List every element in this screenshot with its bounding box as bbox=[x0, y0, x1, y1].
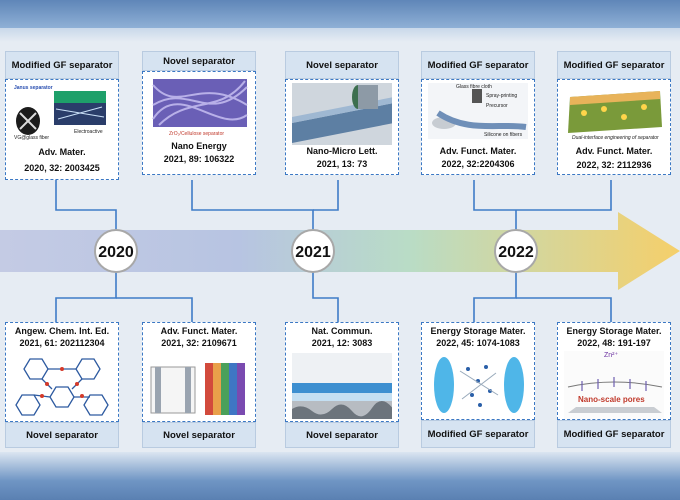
card-category-label: Novel separator bbox=[5, 422, 119, 448]
volume-info: 2021, 12: 3083 bbox=[311, 338, 373, 348]
volume-info: 2022, 45: 1074-1083 bbox=[436, 338, 520, 348]
journal-name: Energy Storage Mater. bbox=[566, 326, 662, 336]
card-reference-box: ZrO₂/Cellulose separator Nano Energy 202… bbox=[142, 71, 256, 175]
figure-text: Spray-printing bbox=[486, 93, 518, 99]
figure-text: VG@glass fiber bbox=[14, 135, 50, 141]
top-card-5: Modified GF separator Dual-interface eng… bbox=[557, 51, 671, 175]
journal-name: Angew. Chem. Int. Ed. bbox=[14, 326, 110, 336]
cellulose-fiber-figure: ZrO₂/Cellulose separator bbox=[149, 75, 249, 139]
top-card-3: Novel separator Nano-Micro Lett. 2021, 1… bbox=[285, 51, 399, 175]
janus-separator-figure: Janus separator VG@glass fiber Electroac… bbox=[12, 83, 112, 143]
top-card-4: Modified GF separator Glass fibre cloth … bbox=[421, 51, 535, 175]
top-card-2: Novel separator ZrO₂/Cellulose separator… bbox=[142, 51, 256, 175]
journal-name: Nano Energy bbox=[171, 141, 227, 151]
connector-bottom-2022 bbox=[473, 272, 517, 322]
card-category-label: Novel separator bbox=[142, 422, 256, 448]
card-reference-box: Adv. Funct. Mater. 2021, 32: 2109671 bbox=[142, 322, 256, 422]
top-band-light bbox=[0, 28, 680, 42]
interface-layers-figure bbox=[292, 353, 392, 419]
year-label-2022: 2022 bbox=[498, 244, 534, 261]
connector-bottom-2020 bbox=[55, 272, 117, 322]
card-category-label: Modified GF separator bbox=[421, 51, 535, 79]
volume-info: 2022, 48: 191-197 bbox=[577, 338, 651, 348]
figure-text: ZrO₂/Cellulose separator bbox=[169, 131, 225, 137]
card-reference-box: Energy Storage Mater. 2022, 48: 191-197 … bbox=[557, 322, 671, 420]
bottom-card-5: Energy Storage Mater. 2022, 48: 191-197 … bbox=[557, 322, 671, 448]
nanopore-figure: Zn²⁺ Nano-scale pores bbox=[564, 351, 664, 419]
bottom-card-2: Adv. Funct. Mater. 2021, 32: 2109671 Nov… bbox=[142, 322, 256, 448]
card-reference-box: Janus separator VG@glass fiber Electroac… bbox=[5, 79, 119, 180]
dual-interface-figure: Dual-interface engineering of separator bbox=[564, 83, 664, 143]
volume-info: 2021, 89: 106322 bbox=[163, 154, 235, 164]
cell-layers-figure bbox=[149, 353, 249, 419]
card-reference-box: Nano-Micro Lett. 2021, 13: 73 bbox=[285, 79, 399, 175]
card-category-label: Novel separator bbox=[142, 51, 256, 71]
year-label-2020: 2020 bbox=[98, 244, 134, 261]
battery-layers-figure bbox=[292, 83, 392, 145]
figure-text: Glass fibre cloth bbox=[456, 84, 492, 90]
bottom-band bbox=[0, 452, 680, 500]
card-reference-box: Glass fibre cloth Spray-printing Precurs… bbox=[421, 79, 535, 175]
year-marker-2022: 2022 bbox=[494, 229, 538, 273]
journal-name: Energy Storage Mater. bbox=[430, 326, 526, 336]
volume-info: 2021, 13: 73 bbox=[316, 159, 368, 169]
volume-info: 2022, 32: 2112936 bbox=[576, 160, 652, 170]
card-category-label: Novel separator bbox=[285, 51, 399, 79]
year-marker-2021: 2021 bbox=[291, 229, 335, 273]
card-reference-box: Energy Storage Mater. 2022, 45: 1074-108… bbox=[421, 322, 535, 420]
connector-top-2021b bbox=[313, 180, 339, 211]
connector-bottom-2022b bbox=[516, 297, 612, 322]
journal-name: Adv. Funct. Mater. bbox=[439, 146, 517, 156]
top-band bbox=[0, 0, 680, 28]
card-category-label: Modified GF separator bbox=[557, 420, 671, 448]
journal-name: Nat. Commun. bbox=[311, 326, 373, 336]
figure-text: Zn²⁺ bbox=[604, 352, 619, 359]
volume-info: 2020, 32: 2003425 bbox=[24, 163, 100, 173]
card-category-label: Modified GF separator bbox=[5, 51, 119, 79]
journal-name: Adv. Funct. Mater. bbox=[160, 326, 238, 336]
volume-info: 2022, 32:2204306 bbox=[441, 159, 515, 169]
figure-text: Janus separator bbox=[14, 85, 53, 91]
bottom-card-3: Nat. Commun. 2021, 12: 3083 Novel separa… bbox=[285, 322, 399, 448]
journal-name: Adv. Mater. bbox=[38, 147, 86, 157]
connector-bottom-2020b bbox=[116, 297, 193, 322]
figure-text: Precursor bbox=[486, 103, 508, 109]
card-reference-box: Nat. Commun. 2021, 12: 3083 bbox=[285, 322, 399, 422]
figure-text: Dual-interface engineering of separator bbox=[572, 135, 659, 141]
connector-top-2022 bbox=[473, 180, 612, 211]
discs-figure bbox=[428, 351, 528, 419]
volume-info: 2021, 32: 2109671 bbox=[161, 338, 237, 348]
year-marker-2020: 2020 bbox=[94, 229, 138, 273]
card-reference-box: Angew. Chem. Int. Ed. 2021, 61: 20211230… bbox=[5, 322, 119, 422]
card-category-label: Modified GF separator bbox=[421, 420, 535, 448]
year-label-2021: 2021 bbox=[295, 244, 331, 261]
card-reference-box: Dual-interface engineering of separator … bbox=[557, 79, 671, 175]
connector-bottom-2021 bbox=[312, 272, 339, 322]
figure-text: Nano-scale pores bbox=[578, 395, 645, 404]
volume-info: 2021, 61: 202112304 bbox=[19, 338, 105, 348]
journal-name: Adv. Funct. Mater. bbox=[575, 146, 653, 156]
framework-structure-figure bbox=[12, 351, 112, 421]
card-category-label: Novel separator bbox=[285, 422, 399, 448]
bottom-card-1: Angew. Chem. Int. Ed. 2021, 61: 20211230… bbox=[5, 322, 119, 448]
card-category-label: Modified GF separator bbox=[557, 51, 671, 79]
top-card-1: Modified GF separator Janus separator VG… bbox=[5, 51, 119, 180]
bottom-card-4: Energy Storage Mater. 2022, 45: 1074-108… bbox=[421, 322, 535, 448]
connector-top-2021 bbox=[191, 180, 314, 230]
connector-top-2020 bbox=[55, 180, 117, 230]
journal-name: Nano-Micro Lett. bbox=[306, 146, 378, 156]
figure-text: Electroactive bbox=[74, 129, 103, 135]
spray-printing-figure: Glass fibre cloth Spray-printing Precurs… bbox=[428, 83, 528, 139]
figure-text: Silicone on fibers bbox=[484, 132, 523, 138]
